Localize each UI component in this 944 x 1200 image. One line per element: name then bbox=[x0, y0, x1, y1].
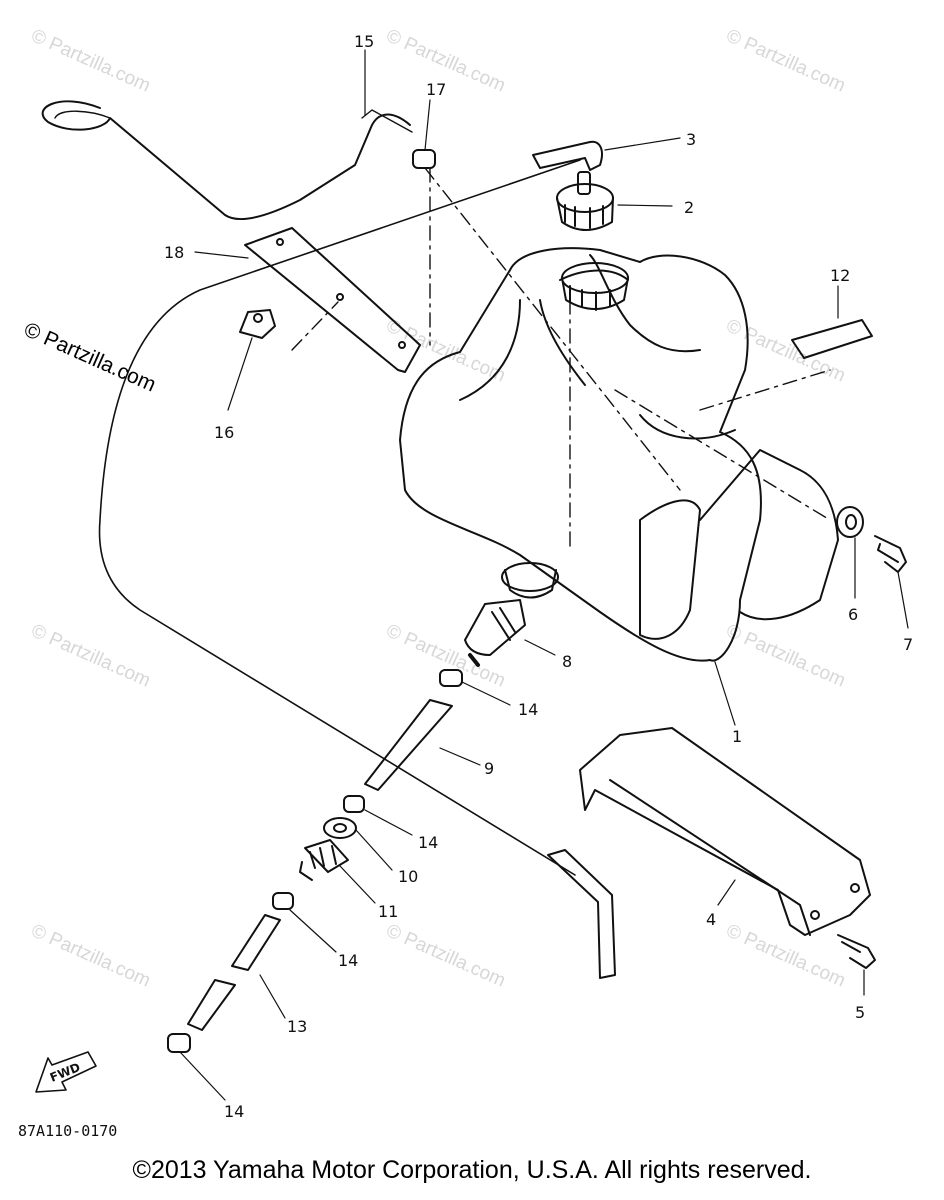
clip-14 bbox=[272, 892, 294, 910]
callout-3: 3 bbox=[686, 130, 696, 149]
breather-hose bbox=[41, 100, 413, 221]
bolt-7 bbox=[874, 535, 907, 573]
bolt-5 bbox=[837, 934, 876, 969]
fuel-cock bbox=[299, 839, 349, 881]
callout-2: 2 bbox=[684, 198, 694, 217]
callout-11: 11 bbox=[378, 902, 398, 921]
callout-15: 15 bbox=[354, 32, 374, 51]
watermark: © Partzilla.com bbox=[723, 620, 849, 691]
filler-neck bbox=[561, 262, 629, 311]
tank-bracket bbox=[579, 727, 871, 936]
callout-5: 5 bbox=[855, 1003, 865, 1022]
clip-14 bbox=[439, 669, 463, 687]
watermark: © Partzilla.com bbox=[28, 920, 154, 991]
callout-7: 7 bbox=[903, 635, 913, 654]
callout-1: 1 bbox=[732, 727, 742, 746]
callout-18: 18 bbox=[164, 243, 184, 262]
tank-outlet bbox=[501, 562, 559, 599]
callout-14-a: 14 bbox=[518, 700, 538, 719]
copyright-notice: ©2013 Yamaha Motor Corporation, U.S.A. A… bbox=[132, 1156, 812, 1184]
watermark: © Partzilla.com bbox=[383, 315, 509, 386]
clamp-16 bbox=[239, 309, 276, 339]
watermark: © Partzilla.com bbox=[723, 920, 849, 991]
collar-6 bbox=[836, 506, 864, 538]
callout-6: 6 bbox=[848, 605, 858, 624]
watermark: © Partzilla.com bbox=[28, 25, 154, 96]
fuel-hose bbox=[187, 914, 281, 1031]
callout-13: 13 bbox=[287, 1017, 307, 1036]
clip-14 bbox=[167, 1033, 191, 1053]
clip-14 bbox=[343, 795, 365, 813]
callout-17: 17 bbox=[426, 80, 446, 99]
callout-14-c: 14 bbox=[338, 951, 358, 970]
fwd-arrow-icon bbox=[35, 1051, 97, 1093]
bracket-plate bbox=[244, 227, 421, 373]
watermark: © Partzilla.com bbox=[723, 25, 849, 96]
callout-4: 4 bbox=[706, 910, 716, 929]
callout-14-d: 14 bbox=[224, 1102, 244, 1121]
fuel-strainer bbox=[464, 599, 526, 667]
leader-lines bbox=[179, 49, 909, 1101]
lower-hose-elbow bbox=[547, 849, 616, 979]
hose-3 bbox=[532, 140, 603, 171]
damper-pad bbox=[791, 319, 873, 359]
callout-14-b: 14 bbox=[418, 833, 438, 852]
fuel-cap bbox=[556, 171, 614, 231]
clip-17 bbox=[412, 149, 436, 169]
callout-9: 9 bbox=[484, 759, 494, 778]
watermark: © Partzilla.com bbox=[28, 620, 154, 691]
callout-8: 8 bbox=[562, 652, 572, 671]
washer bbox=[323, 817, 357, 839]
watermark: © Partzilla.com bbox=[383, 920, 509, 991]
overview-outline-line bbox=[98, 159, 581, 876]
watermark: © Partzilla.com bbox=[383, 620, 509, 691]
fuel-tank bbox=[399, 247, 839, 662]
callout-12: 12 bbox=[830, 266, 850, 285]
part-code: 87A110-0170 bbox=[18, 1122, 118, 1140]
callout-10: 10 bbox=[398, 867, 418, 886]
callout-16: 16 bbox=[214, 423, 234, 442]
fuel-pipe bbox=[364, 699, 453, 791]
dashed-alignment-lines bbox=[291, 167, 831, 551]
